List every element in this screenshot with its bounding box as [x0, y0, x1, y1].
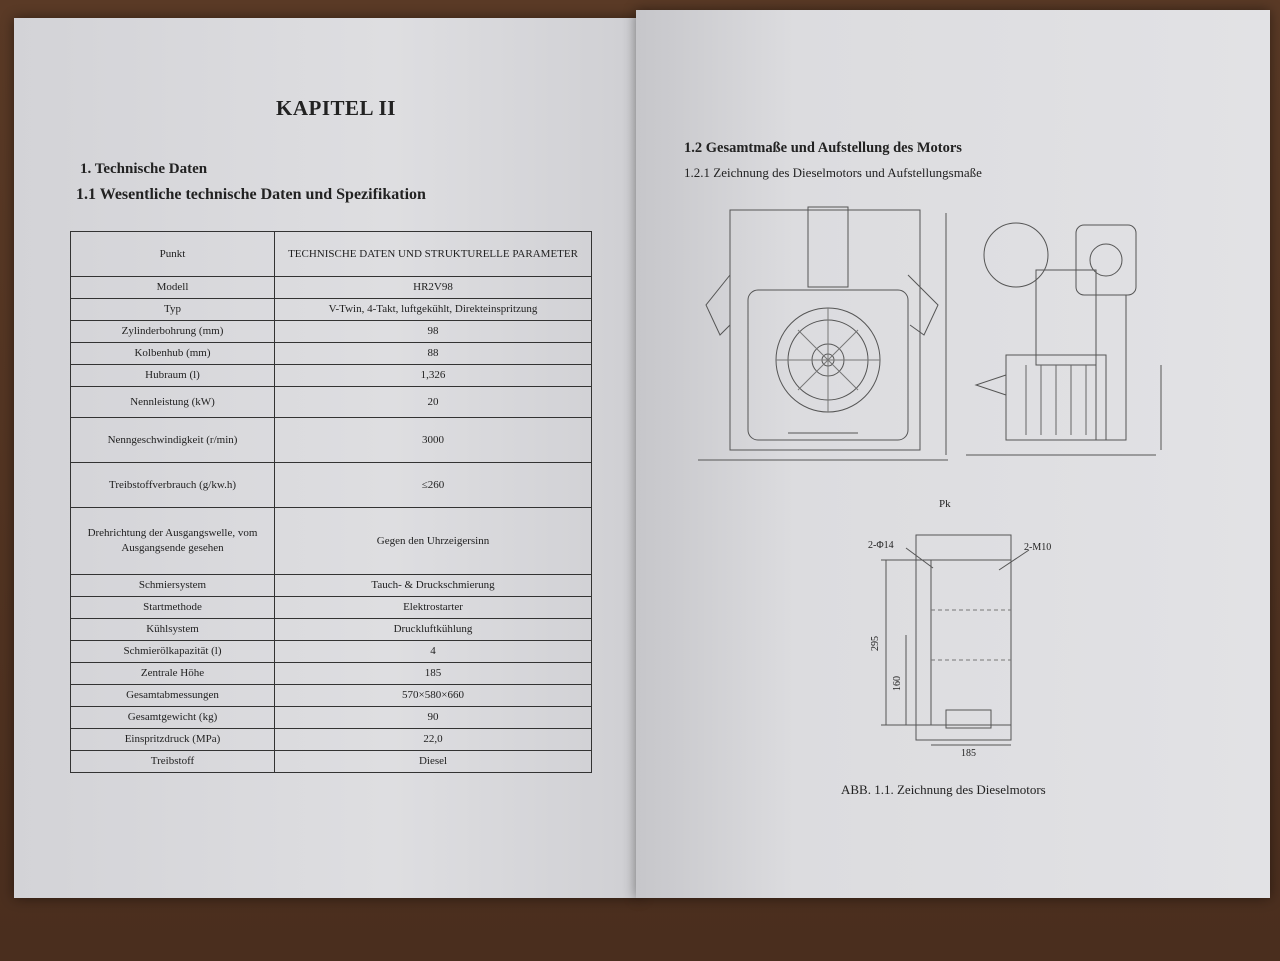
left-page: KAPITEL II 1. Technische Daten 1.1 Wesen…	[14, 18, 642, 898]
spec-label-cell: Einspritzdruck (MPa)	[70, 728, 275, 751]
right-page: 1.2 Gesamtmaße und Aufstellung des Motor…	[636, 10, 1270, 898]
spec-label-cell: Startmethode	[70, 596, 275, 619]
hole-label-left: 2-Φ14	[868, 540, 894, 551]
table-row: Drehrichtung der Ausgangswelle, vom Ausg…	[70, 507, 592, 575]
spec-label-cell: Schmierölkapazität (l)	[70, 640, 275, 663]
dimension-lower-label: 160	[892, 676, 903, 691]
spec-label-cell: Gesamtgewicht (kg)	[70, 706, 275, 729]
spec-label-cell: Zentrale Höhe	[70, 662, 275, 685]
hole-label-right: 2-M10	[1024, 542, 1052, 553]
section-heading: 1. Technische Daten	[80, 161, 208, 177]
spec-value-cell: Elektrostarter	[274, 596, 592, 619]
spec-value-cell: Druckluftkühlung	[274, 618, 592, 641]
spec-label-cell: Treibstoffverbrauch (g/kw.h)	[70, 462, 275, 508]
table-row: Einspritzdruck (MPa)22,0	[70, 728, 592, 751]
spec-value-cell: 185	[274, 662, 592, 685]
spec-label-cell: Treibstoff	[70, 750, 275, 773]
spec-label-cell: Nennleistung (kW)	[70, 386, 275, 418]
spec-value-cell: 22,0	[274, 728, 592, 751]
spec-value-cell: 88	[274, 342, 592, 365]
spec-label-cell: Zylinderbohrung (mm)	[70, 320, 275, 343]
spec-value-cell: 3000	[274, 417, 592, 463]
spec-value-cell: Tauch- & Druckschmierung	[274, 574, 592, 597]
engine-side-view-drawing	[966, 222, 1162, 456]
spec-value-cell: V-Twin, 4-Takt, luftgekühlt, Direkteinsp…	[274, 298, 592, 321]
spec-value-cell: 570×580×660	[274, 684, 592, 707]
subsection-heading: 1.1 Wesentliche technische Daten und Spe…	[76, 186, 426, 203]
spec-value-cell: 4	[274, 640, 592, 663]
spec-label-cell: Drehrichtung der Ausgangswelle, vom Ausg…	[70, 507, 275, 575]
table-row: Schmierölkapazität (l)4	[70, 640, 592, 663]
engine-mount-plan-drawing	[881, 534, 1030, 746]
table-row: Gesamtgewicht (kg)90	[70, 706, 592, 729]
dimensions-heading: 1.2 Gesamtmaße und Aufstellung des Motor…	[684, 140, 962, 156]
table-row: Zylinderbohrung (mm)98	[70, 320, 592, 343]
header-cell-parameters: TECHNISCHE DATEN UND STRUKTURELLE PARAME…	[274, 231, 592, 277]
figure-caption: ABB. 1.1. Zeichnung des Dieselmotors	[841, 782, 1046, 797]
spec-label-cell: Typ	[70, 298, 275, 321]
table-row: Nennleistung (kW)20	[70, 386, 592, 418]
dimension-height-label: 295	[870, 636, 881, 651]
table-row: Nenngeschwindigkeit (r/min)3000	[70, 417, 592, 463]
spec-label-cell: Modell	[70, 276, 275, 299]
dimension-width-label: 185	[961, 748, 976, 759]
spec-label-cell: Schmiersystem	[70, 574, 275, 597]
engine-front-view-drawing	[698, 206, 948, 461]
spec-label-cell: Kühlsystem	[70, 618, 275, 641]
spec-value-cell: 90	[274, 706, 592, 729]
spec-value-cell: ≤260	[274, 462, 592, 508]
spec-value-cell: Gegen den Uhrzeigersinn	[274, 507, 592, 575]
table-row: Kolbenhub (mm)88	[70, 342, 592, 365]
spec-label-cell: Gesamtabmessungen	[70, 684, 275, 707]
spec-value-cell: 20	[274, 386, 592, 418]
header-cell-item: Punkt	[70, 231, 275, 277]
table-row: Treibstoffverbrauch (g/kw.h)≤260	[70, 462, 592, 508]
spec-label-cell: Nenngeschwindigkeit (r/min)	[70, 417, 275, 463]
spec-label-cell: Hubraum (l)	[70, 364, 275, 387]
view-label: Pk	[939, 498, 951, 510]
spec-value-cell: 1,326	[274, 364, 592, 387]
spec-label-cell: Kolbenhub (mm)	[70, 342, 275, 365]
chapter-title: KAPITEL II	[276, 96, 396, 120]
spec-value-cell: Diesel	[274, 750, 592, 773]
drawing-subheading: 1.2.1 Zeichnung des Dieselmotors und Auf…	[684, 165, 982, 180]
spec-value-cell: 98	[274, 320, 592, 343]
table-row: Hubraum (l)1,326	[70, 364, 592, 387]
spec-value-cell: HR2V98	[274, 276, 592, 299]
